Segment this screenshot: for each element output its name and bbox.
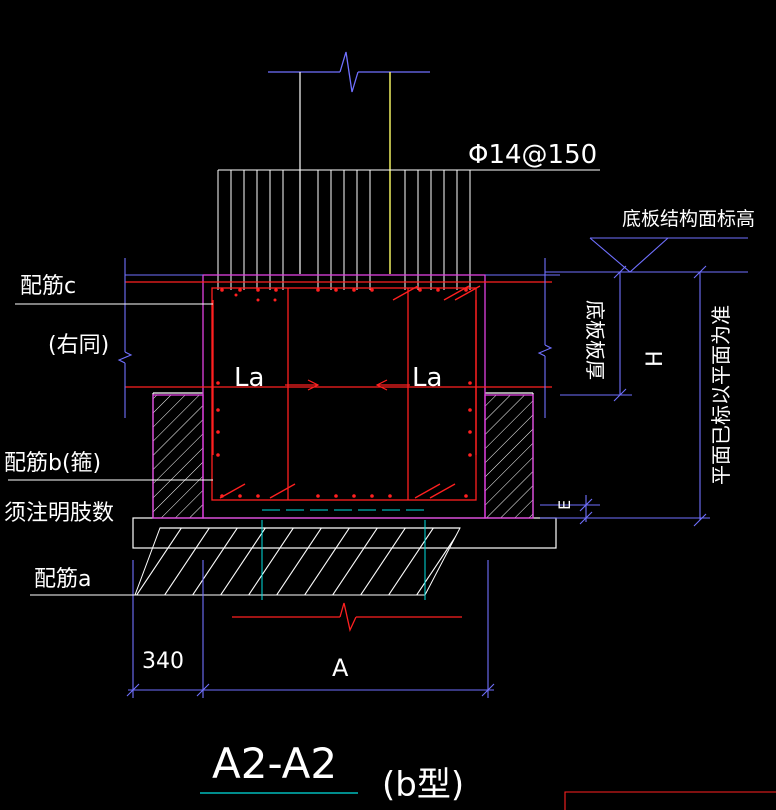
label-la-right: La [412,363,442,393]
wall-right [484,394,534,519]
leader-lines [8,303,213,596]
column [268,51,430,274]
label-per-table: 平面已标以平面为准 [709,305,733,485]
label-top-bar: Φ14@150 [468,140,597,170]
label-dim-a: A [332,654,349,682]
beam-outline [202,274,486,519]
label-note-legs: 须注明肢数 [4,501,114,526]
la-arrows [285,379,410,391]
rebar-dots [216,288,472,498]
label-e: E [555,500,574,510]
rebar [125,281,552,633]
text-labels: Φ14@150 底板结构面标高 配筋c (右同) La La 底板板厚 H 平面… [4,140,755,805]
section-title: A2-A2 [212,739,337,788]
dimension-lines [117,237,776,810]
label-same-right: (右同) [48,333,109,358]
label-rebar-c: 配筋c [20,274,76,299]
label-slab-thick: 底板板厚 [583,300,607,380]
label-h: H [643,350,668,367]
type-label: (b型) [382,765,464,805]
label-dim-340: 340 [142,649,184,674]
label-rebar-a: 配筋a [34,567,91,592]
wall-left [152,394,204,519]
center-lines [261,509,426,600]
label-la-left: La [234,363,264,393]
label-rebar-b: 配筋b(箍) [4,451,101,476]
base-footing [134,527,461,596]
starter-bars [217,169,600,290]
label-slab-elev: 底板结构面标高 [622,208,755,230]
